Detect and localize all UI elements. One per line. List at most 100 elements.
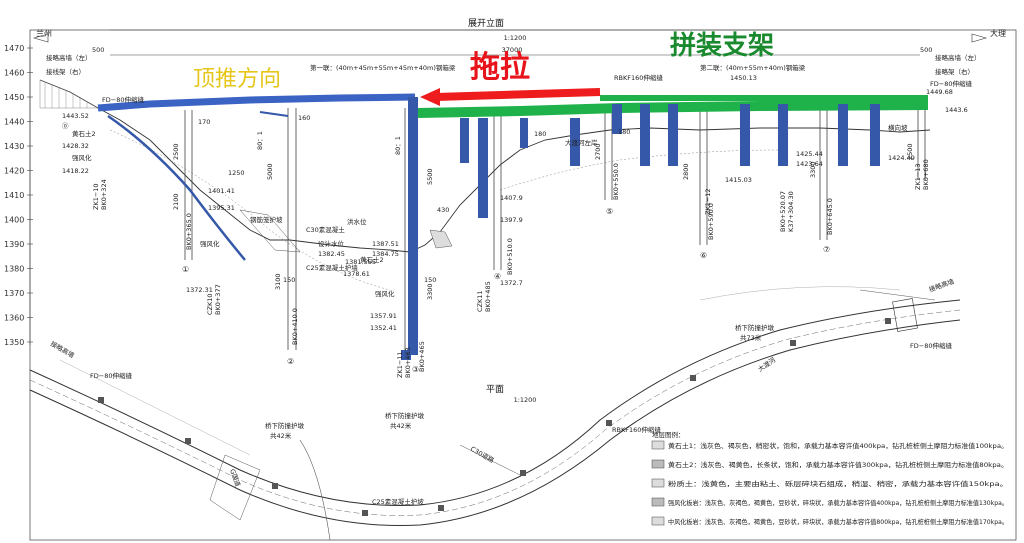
zk-p3: ZK1−11	[396, 351, 404, 378]
station-bk5: BK0+550.0	[612, 163, 620, 200]
station-bk3: BK0+465	[418, 341, 426, 372]
zk-p6b: K37+304.30	[787, 191, 795, 232]
drawing-piers	[184, 108, 926, 355]
contour-2	[699, 286, 901, 301]
plan-road-edge-inner	[29, 319, 961, 527]
plan-scale: 1:1200	[514, 396, 537, 404]
note-soil-d: 大渡河左岸	[565, 138, 598, 147]
pier-3-base	[401, 350, 411, 360]
side-label-left-bottom: 接线架（右）	[46, 67, 85, 76]
station-0-marker: ⓪	[62, 122, 69, 130]
weathering-line-2	[499, 149, 781, 191]
plan-south: 接略高墙	[928, 276, 956, 294]
note-bearing-right: FD−80伸缩缝	[930, 79, 972, 88]
elev-1407: 1407.9	[500, 194, 523, 202]
plan-fd-right: FD−80伸缩缝	[910, 341, 952, 350]
legend-title: 地层图例：	[652, 430, 685, 439]
axis-tick-label: 1370	[4, 289, 24, 298]
elevation-scale: 1:1200	[504, 34, 527, 42]
side-label-right-top: 接略高墙（左）	[935, 53, 981, 62]
axis-tick-label: 1440	[4, 118, 24, 127]
zk-p8: ZK1−13	[914, 163, 922, 190]
axis-tick-label: 1400	[4, 216, 24, 225]
station-bk2: BK0+410.0	[291, 308, 299, 345]
legend-item: 黄石土2：浅灰色、褐黄色，长条状，饱和，承载力基本容许值300kpa，钻孔桩桩侧…	[668, 460, 1008, 469]
note-design-level: 设计水位	[318, 239, 345, 248]
elev-1384: 1384.75	[372, 250, 399, 258]
zk-p4: CZK11	[476, 290, 484, 312]
plan-centerline	[29, 309, 961, 516]
plan-pile1: 桥下防撞护墩	[265, 421, 305, 430]
elev-1372: 1372.31	[186, 286, 213, 294]
river-wall	[429, 229, 453, 249]
elev-1382: 1382.45	[318, 250, 345, 258]
legend-item: 强风化板岩：浅灰色、灰褐色，褐黄色，豆砂状，碎块状，承载力基本容许值400kpa…	[668, 498, 1008, 507]
left-soil-2: 强风化	[72, 153, 92, 162]
station-bk4: BK0+510.0	[506, 238, 514, 275]
push-nose-support	[107, 114, 246, 261]
plan-pile3: 桥下防撞护墩	[735, 323, 775, 332]
plan-pile2: 桥下防撞护墩	[385, 411, 425, 420]
plan-rbkf: RBKF160伸缩缝	[612, 425, 661, 434]
left-soil-1: 黄石土2	[72, 129, 96, 138]
left-zk: ZK1−10	[92, 183, 100, 210]
elev-1357: 1357.91	[370, 312, 397, 320]
right-abutment	[892, 298, 918, 332]
soil-legend: 地层图例： 黄石土1：浅灰色、褐灰色，稍密状，饱和，承载力基本容许值400kpa…	[651, 430, 1008, 526]
plan-pile2-n: 共42米	[390, 421, 412, 430]
zk-p1b: BK0+377	[214, 284, 222, 315]
axis-tick-label: 1470	[4, 44, 24, 53]
note-cross: 横向坡	[888, 123, 908, 132]
weathering-line-1	[109, 129, 391, 291]
pier-7-number: ⑦	[823, 245, 830, 254]
station-bk6: BK0+590.0	[707, 203, 715, 240]
elev-1395: 1395.31	[208, 204, 235, 212]
axis-tick-label: 1350	[4, 338, 24, 347]
span-dim-left: 500	[92, 46, 104, 54]
note-bearing-mid: RBKF160伸缩缝	[614, 73, 663, 82]
dim-2500: 2500	[172, 143, 180, 160]
elev-1424: 1424.49	[888, 154, 915, 162]
plan-road-cross	[459, 444, 521, 476]
dim-2700: 2700	[594, 143, 602, 160]
dim-150: 150	[283, 276, 295, 284]
note-soil-b: 强风化	[200, 239, 220, 248]
contour-1	[59, 359, 251, 456]
dim-1250: 1250	[228, 169, 245, 177]
plan-pile1-n: 共42米	[270, 431, 292, 440]
elev-left-3: 1418.22	[62, 167, 89, 175]
left-abutment-hatch-lines	[44, 82, 88, 108]
pier-5-number: ⑤	[606, 207, 613, 216]
axis-tick-label: 1410	[4, 191, 24, 200]
pier-2-number: ②	[287, 357, 294, 366]
right-end-label: 大理	[990, 28, 1006, 38]
plan-c25: C25素混凝土护坡	[372, 497, 424, 506]
push-girder	[97, 93, 416, 112]
elev-1387: 1387.51	[372, 240, 399, 248]
pier-4-number: ④	[494, 272, 501, 281]
legend-swatch	[651, 440, 665, 450]
legend-swatch	[651, 459, 665, 469]
pier-6-number: ⑥	[700, 251, 707, 260]
dim-2800: 2800	[682, 163, 690, 180]
dim-150b: 150	[424, 276, 436, 284]
elev-1415: 1415.03	[725, 176, 752, 184]
plan-north: 接略高墙	[49, 339, 76, 360]
axis-tick-label: 1430	[4, 142, 24, 151]
left-arrow-icon	[32, 33, 49, 43]
axis-tick-label: 1380	[4, 265, 24, 274]
elev-left-1: 1443.52	[62, 112, 89, 120]
zk-p4b: BK0+485	[484, 281, 492, 312]
dim-5000: 5000	[266, 163, 274, 180]
axis-tick-label: 1390	[4, 240, 24, 249]
elevation-axis: 1470146014501440143014201410140013901380…	[4, 44, 33, 347]
legend-swatch	[651, 497, 665, 507]
zk-p7: ZK1−12	[704, 188, 712, 215]
left-bearing-label: FD−80伸缩缝	[102, 95, 144, 104]
elev-1378: 1378.61	[343, 270, 370, 278]
note-c25: C25素混凝土护墙	[306, 263, 358, 272]
right-abutment-line	[859, 289, 936, 301]
zk-p1: CZK10	[206, 293, 214, 315]
span-dim-right: 500	[920, 46, 932, 54]
zk-p6: BK0+520.07	[779, 191, 787, 232]
